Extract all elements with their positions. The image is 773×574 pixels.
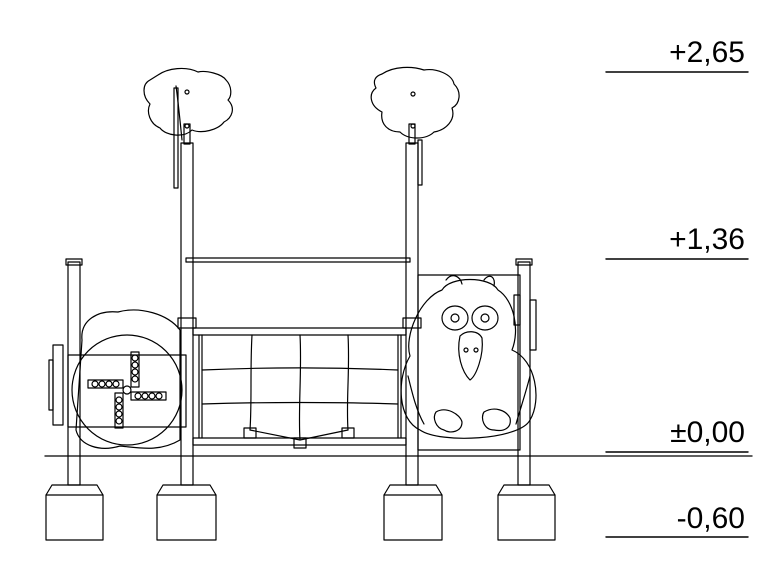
back-panel [185,257,411,263]
foundation-block-1 [45,484,104,541]
level-label-mid: +1,36 [669,223,745,256]
level-label-top: +2,65 [669,36,745,69]
owl-right-foot [481,408,511,432]
foundation-blocks [45,484,556,541]
foundation-block-3 [383,484,443,541]
level-label-ground: ±0,00 [670,416,745,449]
foundation-block-4 [497,484,556,541]
post-right-short [517,261,531,486]
owl-left-eye [441,305,469,331]
leaf-roof-left [143,67,233,189]
post-right-tall [405,142,419,486]
level-label-foundation: -0,60 [676,502,745,535]
left-abacus-panel [48,309,187,449]
owl-panel [400,274,537,451]
foundation-block-2 [156,484,217,541]
posts [65,123,533,486]
rope-net [192,327,407,449]
post-left-tall [180,142,194,486]
leaf-roof-right [370,66,460,186]
owl-right-eye [471,305,499,331]
owl-beak [458,331,483,381]
owl-left-foot [433,409,463,433]
